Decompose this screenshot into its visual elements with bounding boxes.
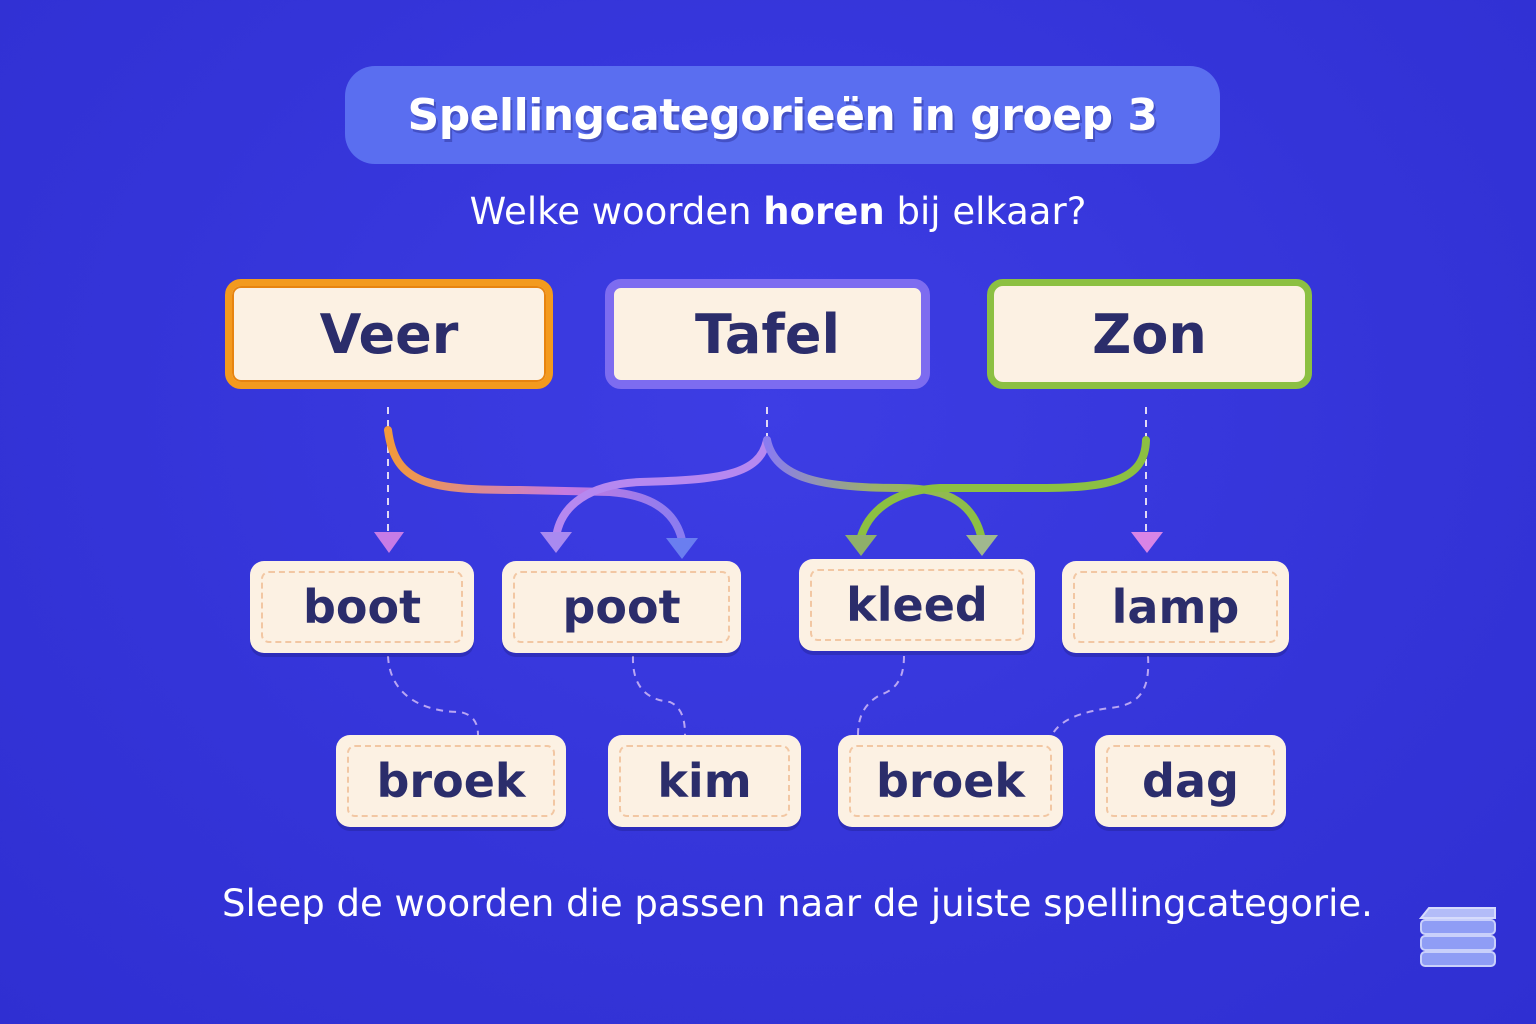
word-label: kim bbox=[657, 754, 752, 808]
word-label: poot bbox=[562, 580, 681, 634]
word-card-broek-2[interactable]: broek bbox=[838, 735, 1063, 827]
page-title: Spellingcategorieën in groep 3 bbox=[407, 89, 1159, 141]
category-tafel[interactable]: Tafel bbox=[605, 279, 930, 389]
word-card-boot[interactable]: boot bbox=[250, 561, 474, 653]
question-emphasis: horen bbox=[763, 190, 885, 233]
question-part: Welke woorden bbox=[469, 190, 764, 233]
word-label: boot bbox=[302, 580, 422, 634]
word-label: dag bbox=[1142, 754, 1239, 808]
word-label: lamp bbox=[1111, 580, 1240, 634]
word-card-kleed[interactable]: kleed bbox=[799, 559, 1035, 651]
category-label: Tafel bbox=[695, 302, 840, 366]
category-label: Zon bbox=[1092, 302, 1207, 366]
category-zon[interactable]: Zon bbox=[987, 279, 1312, 389]
word-label: kleed bbox=[846, 578, 988, 632]
instruction-text: Sleep de woorden die passen naar de juis… bbox=[222, 882, 1373, 925]
word-card-poot[interactable]: poot bbox=[502, 561, 741, 653]
word-label: broek bbox=[376, 754, 526, 808]
title-banner: Spellingcategorieën in groep 3 bbox=[345, 66, 1220, 164]
word-card-kim[interactable]: kim bbox=[608, 735, 801, 827]
question-text: Welke woorden horen bij elkaar? bbox=[0, 190, 1536, 233]
word-label: broek bbox=[875, 754, 1025, 808]
book-stack-icon bbox=[1418, 907, 1496, 967]
category-label: Veer bbox=[319, 302, 459, 366]
question-part: bij elkaar? bbox=[884, 190, 1087, 233]
word-card-dag[interactable]: dag bbox=[1095, 735, 1286, 827]
word-card-broek[interactable]: broek bbox=[336, 735, 566, 827]
word-card-lamp[interactable]: lamp bbox=[1062, 561, 1289, 653]
category-veer[interactable]: Veer bbox=[225, 279, 553, 389]
